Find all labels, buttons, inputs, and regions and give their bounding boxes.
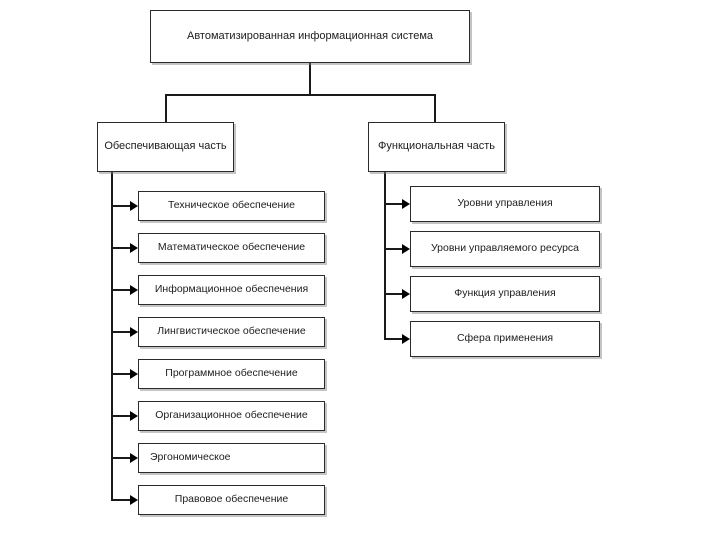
node-left-item-3: Лингвистическое обеспечение <box>138 317 325 347</box>
connector-root-stem <box>309 63 311 94</box>
node-right-item-2: Функция управления <box>410 276 600 312</box>
node-label: Эргономическое <box>150 451 231 464</box>
node-functional-part-label: Функциональная часть <box>378 140 495 153</box>
arrow-right-icon <box>130 243 138 253</box>
node-label: Уровни управляемого ресурса <box>430 242 580 255</box>
node-left-item-1: Математическое обеспечение <box>138 233 325 263</box>
arrow-right-icon <box>130 495 138 505</box>
connector-arrow-line <box>111 499 131 501</box>
connector-arrow-line <box>384 293 403 295</box>
arrow-right-icon <box>402 244 410 254</box>
node-label: Программное обеспечение <box>165 367 298 380</box>
arrow-right-icon <box>130 201 138 211</box>
node-left-item-5: Организационное обеспечение <box>138 401 325 431</box>
node-root: Автоматизированная информационная систем… <box>150 10 470 63</box>
connector-arrow-line <box>111 331 131 333</box>
node-label: Функция управления <box>454 287 556 300</box>
arrow-right-icon <box>130 285 138 295</box>
connector-arrow-line <box>111 247 131 249</box>
connector-drop-right <box>434 94 436 122</box>
connector-arrow-line <box>111 415 131 417</box>
connector-arrow-line <box>384 203 403 205</box>
node-functional-part: Функциональная часть <box>368 122 505 172</box>
arrow-right-icon <box>130 453 138 463</box>
node-label: Сфера применения <box>456 332 554 345</box>
node-left-item-2: Информационное обеспечения <box>138 275 325 305</box>
node-left-item-6: Эргономическое <box>138 443 325 473</box>
node-providing-part-label: Обеспечивающая часть <box>104 140 227 153</box>
node-label: Правовое обеспечение <box>174 493 289 506</box>
node-root-label: Автоматизированная информационная систем… <box>186 29 434 42</box>
node-label: Математическое обеспечение <box>157 241 306 254</box>
connector-drop-left <box>165 94 167 122</box>
node-label: Техническое обеспечение <box>167 199 296 212</box>
connector-arrow-line <box>111 205 131 207</box>
node-label: Информационное обеспечения <box>154 283 309 296</box>
node-left-item-4: Программное обеспечение <box>138 359 325 389</box>
connector-arrow-line <box>384 248 403 250</box>
node-label: Уровни управления <box>457 197 553 210</box>
connector-trunk-right <box>384 172 386 340</box>
arrow-right-icon <box>402 199 410 209</box>
node-label: Лингвистическое обеспечение <box>157 325 306 338</box>
node-label: Организационное обеспечение <box>155 409 308 422</box>
connector-arrow-line <box>111 373 131 375</box>
connector-trunk-left <box>111 172 113 501</box>
node-right-item-1: Уровни управляемого ресурса <box>410 231 600 267</box>
arrow-right-icon <box>130 369 138 379</box>
arrow-right-icon <box>130 411 138 421</box>
connector-arrow-line <box>384 338 403 340</box>
arrow-right-icon <box>402 289 410 299</box>
connector-branch-horizontal <box>165 94 436 96</box>
node-right-item-3: Сфера применения <box>410 321 600 357</box>
connector-arrow-line <box>111 289 131 291</box>
node-providing-part: Обеспечивающая часть <box>97 122 234 172</box>
node-left-item-0: Техническое обеспечение <box>138 191 325 221</box>
connector-arrow-line <box>111 457 131 459</box>
arrow-right-icon <box>130 327 138 337</box>
node-left-item-7: Правовое обеспечение <box>138 485 325 515</box>
node-right-item-0: Уровни управления <box>410 186 600 222</box>
arrow-right-icon <box>402 334 410 344</box>
